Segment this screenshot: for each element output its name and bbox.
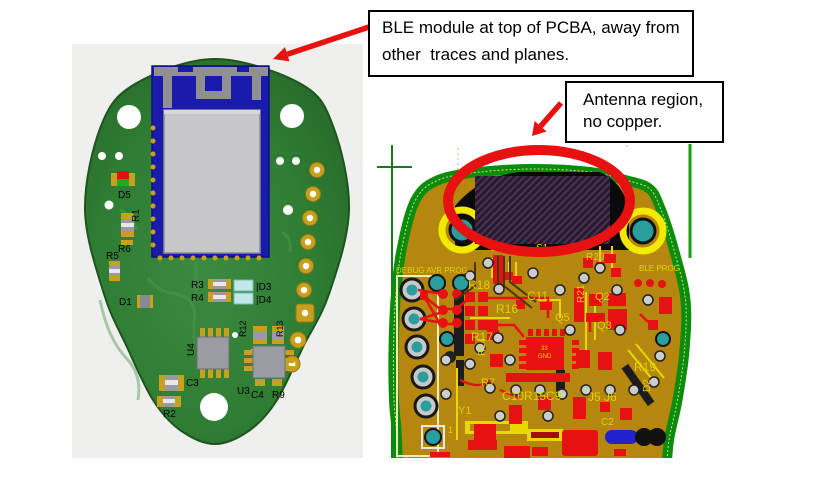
svg-text:R19: R19	[634, 360, 656, 374]
svg-text:R13: R13	[275, 320, 285, 337]
svg-text:R2: R2	[163, 409, 176, 420]
svg-text:R14: R14	[477, 337, 488, 356]
svg-text:GND: GND	[538, 354, 552, 360]
svg-text:R12: R12	[238, 320, 248, 337]
svg-text:D2: D2	[642, 379, 653, 392]
svg-text:Y1: Y1	[458, 405, 471, 417]
svg-text:R18: R18	[468, 278, 490, 292]
svg-text:DEBUG AVR PROG: DEBUG AVR PROG	[396, 266, 468, 275]
svg-text:C10R15C9: C10R15C9	[502, 389, 562, 403]
svg-text:Q5: Q5	[555, 312, 570, 324]
svg-text:33: 33	[541, 346, 548, 352]
svg-text:1: 1	[448, 425, 453, 435]
svg-text:Q2: Q2	[595, 291, 610, 303]
svg-text:R6: R6	[118, 244, 131, 255]
svg-text:R16: R16	[496, 302, 518, 316]
svg-text:R1: R1	[131, 209, 142, 222]
svg-text:R9: R9	[272, 390, 285, 401]
svg-text:D5: D5	[118, 190, 131, 201]
svg-text:U4: U4	[186, 343, 197, 356]
svg-text:J5 J6: J5 J6	[588, 390, 617, 404]
svg-text:|D3: |D3	[256, 282, 272, 293]
svg-text:R20: R20	[586, 252, 605, 263]
svg-text:R3: R3	[191, 280, 204, 291]
svg-text:C4: C4	[251, 390, 264, 401]
svg-text:R21: R21	[576, 284, 587, 303]
svg-text:U3: U3	[237, 386, 250, 397]
svg-text:R7: R7	[481, 377, 495, 389]
svg-text:C3: C3	[186, 378, 199, 389]
svg-text:|D4: |D4	[256, 295, 272, 306]
svg-text:R4: R4	[191, 293, 204, 304]
svg-text:R5: R5	[106, 251, 119, 262]
svg-text:C2: C2	[601, 417, 614, 428]
svg-text:Q3: Q3	[597, 320, 612, 332]
svg-text:C11: C11	[527, 289, 548, 303]
svg-text:BLE PROG: BLE PROG	[639, 264, 680, 273]
svg-text:R17: R17	[471, 330, 493, 344]
svg-text:D1: D1	[119, 297, 132, 308]
